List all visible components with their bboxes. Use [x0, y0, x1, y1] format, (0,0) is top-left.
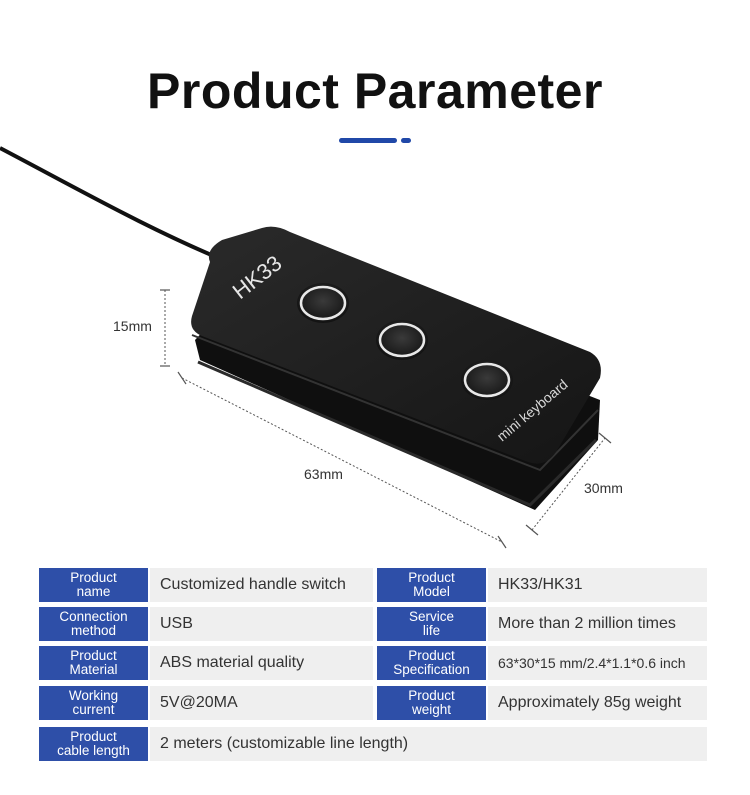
- button-1: [297, 283, 349, 323]
- width-dimension-line: [531, 437, 606, 531]
- button-2: [376, 320, 428, 360]
- height-dimension-label: 15mm: [113, 318, 152, 334]
- spec-label-working-current: Working current: [39, 686, 148, 720]
- length-dimension-label: 63mm: [304, 466, 343, 482]
- spec-value-connection-method: USB: [150, 607, 373, 641]
- spec-label-service-life: Service life: [377, 607, 486, 641]
- title-underline-dot: [401, 138, 411, 143]
- spec-value-product-material: ABS material quality: [150, 646, 373, 680]
- spec-value-service-life: More than 2 million times: [488, 607, 707, 641]
- spec-value-product-weight: Approximately 85g weight: [488, 686, 707, 720]
- device-bottom-edge: [197, 360, 598, 507]
- product-illustration: HK33 mini keyboard: [0, 146, 612, 549]
- button-3: [461, 360, 513, 400]
- spec-value-cable-length: 2 meters (customizable line length): [150, 727, 707, 761]
- spec-label-product-material: Product Material: [39, 646, 148, 680]
- title-underline-long: [339, 138, 397, 143]
- spec-value-working-current: 5V@20MA: [150, 686, 373, 720]
- spec-label-product-weight: Product weight: [377, 686, 486, 720]
- spec-label-product-specification: Product Specification: [377, 646, 486, 680]
- spec-label-connection-method: Connection method: [39, 607, 148, 641]
- spec-label-product-name: Product name: [39, 568, 148, 602]
- spec-value-product-specification: 63*30*15 mm/2.4*1.1*0.6 inch: [488, 646, 707, 680]
- spec-label-product-model: Product Model: [377, 568, 486, 602]
- spec-label-cable-length: Product cable length: [39, 727, 148, 761]
- width-dimension-label: 30mm: [584, 480, 623, 496]
- spec-value-product-model: HK33/HK31: [488, 568, 707, 602]
- device-side-seam: [191, 334, 599, 472]
- page-title: Product Parameter: [147, 63, 603, 119]
- spec-value-product-name: Customized handle switch: [150, 568, 373, 602]
- usb-cable: [0, 146, 229, 264]
